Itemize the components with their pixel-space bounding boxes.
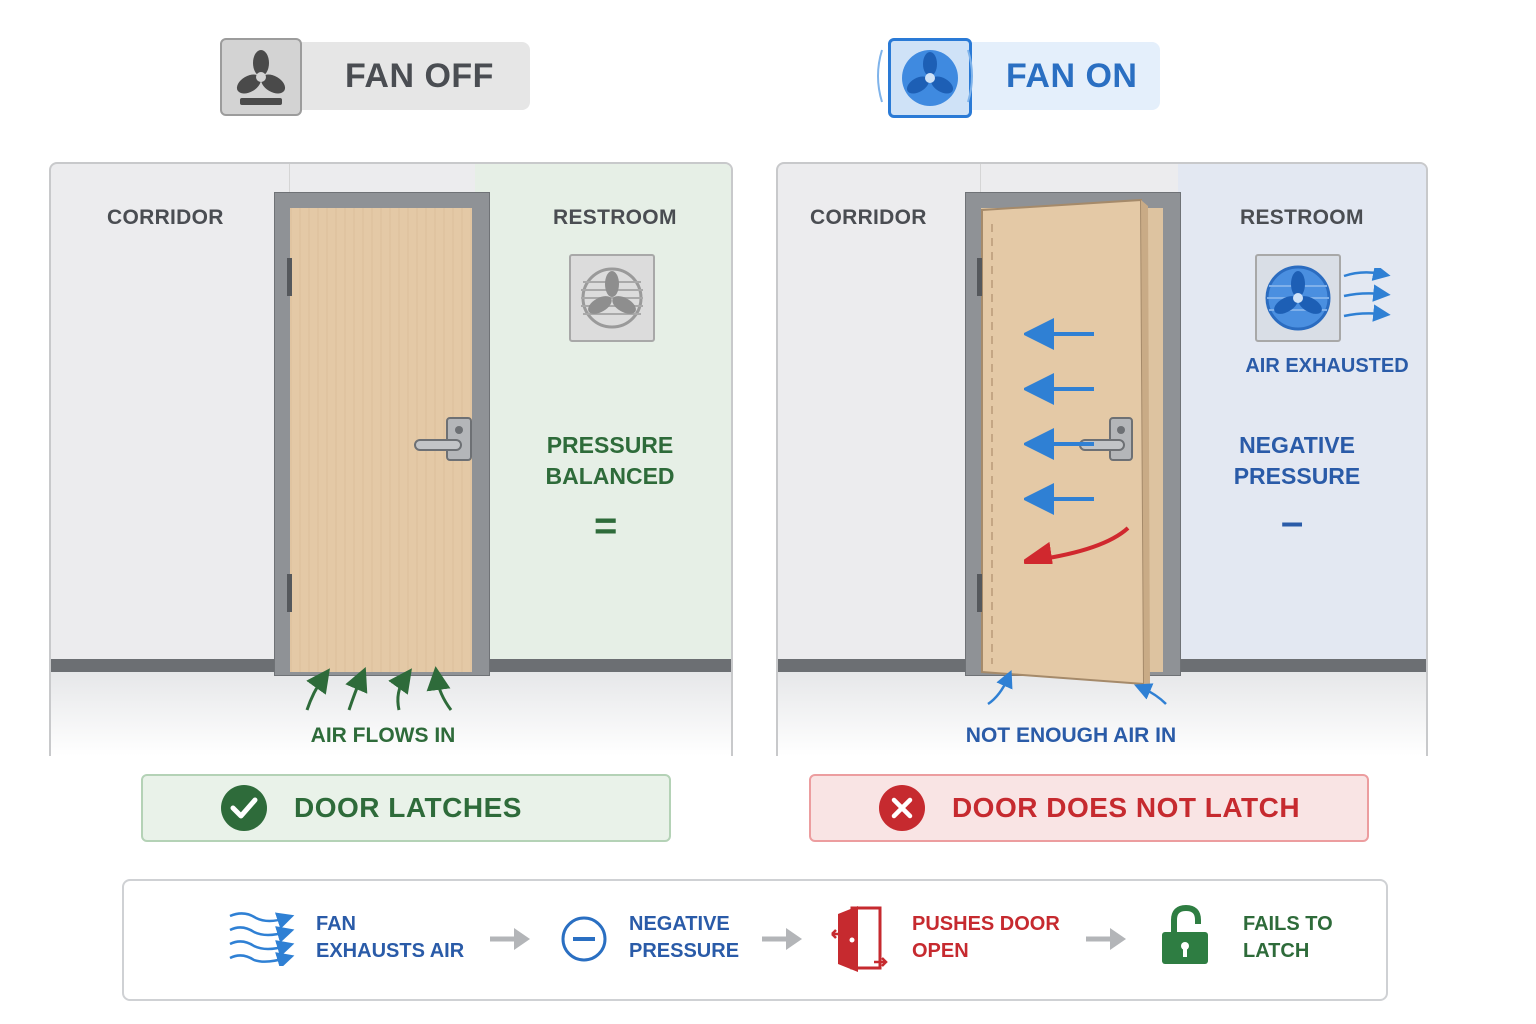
fan-motion-lines [877,49,973,103]
airflow-label: NOT ENOUGH AIR IN [965,724,1177,747]
hinge-icon [287,258,292,296]
result-label: DOOR LATCHES [294,792,522,823]
exhaust-arrows [1343,268,1391,322]
airflow-in-arrows [305,666,453,711]
restroom-wall [475,164,731,659]
x-icon [878,785,925,831]
fan-off-icon [220,38,302,116]
flow-step-3: PUSHES DOOR OPEN [912,913,1060,962]
hinge-icon [977,574,982,612]
hinge-icon [977,258,982,296]
fan-on-icon [888,38,972,118]
minus-circle-icon [561,916,607,962]
restroom-wall [1178,164,1426,659]
flow-arrow-icon [1086,928,1126,950]
pressure-line2: PRESSURE [1233,463,1361,489]
flow-step-2: NEGATIVE PRESSURE [629,913,740,962]
weak-airflow-arrows [987,670,1167,706]
fan-on-scene: CORRIDOR RESTROOM [776,162,1428,756]
door-latches-banner: DOOR LATCHES [141,774,671,842]
exhaust-fan-icon [1255,254,1341,342]
door-not-latch-banner: DOOR DOES NOT LATCH [809,774,1369,842]
equals-symbol: = [594,504,618,548]
pressure-line1: NEGATIVE [1239,432,1355,458]
pressure-line1: PRESSURE [546,432,674,458]
exhaust-label: AIR EXHAUSTED [1245,355,1409,377]
open-door-icon [831,906,888,972]
pressure-line2: BALANCED [545,463,675,489]
exhaust-fan-icon [569,254,655,342]
pressure-status: NEGATIVE PRESSURE [1212,430,1382,492]
result-label: DOOR DOES NOT LATCH [951,792,1301,823]
flow-arrow-icon [490,928,530,950]
fan-off-label: FAN OFF [345,56,494,95]
minus-symbol: – [1281,500,1304,544]
suction-arrows [1024,318,1130,564]
wind-icon [229,912,295,966]
flow-step-4: FAILS TO LATCH [1243,913,1333,962]
flow-step-1: FAN EXHAUSTS AIR [316,913,465,962]
restroom-label: RESTROOM [553,206,677,229]
restroom-label: RESTROOM [1240,206,1364,229]
checkmark-icon [221,785,268,831]
floor [778,672,1426,756]
door-handle [413,416,475,467]
hinge-icon [287,574,292,612]
corridor-label: CORRIDOR [810,206,927,229]
fan-off-scene: CORRIDOR RESTROOM PRESSURE [49,162,733,756]
pressure-status: PRESSURE BALANCED [525,430,695,492]
fan-on-label: FAN ON [1006,56,1138,95]
corridor-label: CORRIDOR [107,206,224,229]
unlocked-padlock-icon [1162,904,1208,964]
airflow-label: AIR FLOWS IN [310,724,456,747]
flow-arrow-icon [762,928,802,950]
